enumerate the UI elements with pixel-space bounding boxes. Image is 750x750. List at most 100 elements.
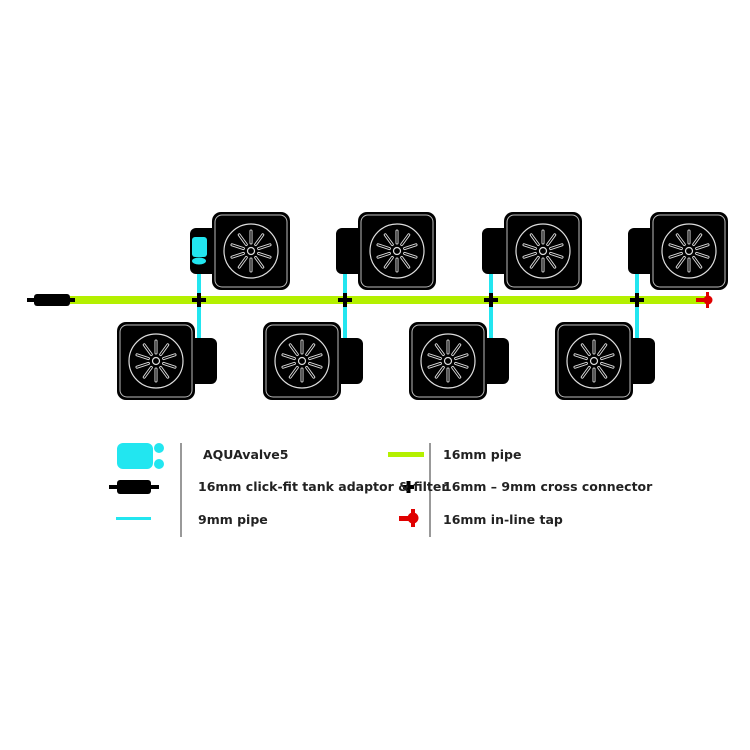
- pot-rim: [265, 324, 339, 398]
- pot-drain-slot-inner: [530, 256, 539, 268]
- pot-drain-slot-inner: [523, 244, 536, 250]
- pot-drain-center: [443, 356, 453, 366]
- pot-drain-slot-inner: [163, 362, 176, 368]
- pot: [336, 212, 436, 290]
- pot-drain-slot-inner: [306, 344, 315, 356]
- inline-tap-stem: [696, 298, 706, 302]
- pot-drain-slot-inner: [377, 244, 390, 250]
- pot-drain-slot-inner: [377, 252, 390, 258]
- pot-drain-slot-inner: [309, 354, 322, 360]
- pot-drain-slot-inner: [676, 234, 685, 246]
- pot-rim: [557, 324, 631, 398]
- pipe-9mm-icon: [116, 517, 151, 520]
- pot-drain-slot-inner: [696, 244, 709, 250]
- pot-drain-slot-inner: [693, 234, 702, 246]
- aquavalve-base: [192, 257, 206, 265]
- pot-drain-slot-inner: [289, 344, 298, 356]
- cross-connector-icon: [489, 293, 493, 307]
- pot-drain-slot-inner: [238, 234, 247, 246]
- pot-drain-slot-inner: [696, 252, 709, 258]
- pot-drain-slot-inner: [160, 344, 169, 356]
- pot-rim: [119, 324, 193, 398]
- pot-drain-center: [589, 356, 599, 366]
- pot-drain-slot-inner: [282, 354, 295, 360]
- pot-drain-slot-inner: [574, 362, 587, 368]
- inline-tap-handle: [706, 292, 709, 308]
- inline-tap-icon-stem: [399, 516, 411, 521]
- pot-drain-slot-inner: [581, 366, 590, 378]
- pot-rim: [652, 214, 726, 288]
- pot-drain-slot-inner: [231, 244, 244, 250]
- tank-adaptor-icon: [117, 480, 151, 494]
- pot-drain-slot-inner: [238, 256, 247, 268]
- pot-drain-slot-inner: [547, 234, 556, 246]
- pot-drain-slot-inner: [598, 366, 607, 378]
- aquavalve-icon-dot: [154, 459, 164, 469]
- pot-drain-ring: [420, 333, 476, 389]
- pot-drain-center: [297, 356, 307, 366]
- pot-drain-slot-inner: [282, 362, 295, 368]
- pot: [190, 212, 290, 290]
- pipe-16mm-icon: [388, 452, 424, 457]
- aquavalve-icon: [117, 443, 153, 469]
- legend-label-tank-adaptor: 16mm click-fit tank adaptor & filter: [198, 479, 448, 494]
- pot: [117, 322, 217, 400]
- pot-drain-center: [246, 246, 256, 256]
- pot-drain-slot-inner: [255, 256, 264, 268]
- pot-drain-slot-inner: [523, 252, 536, 258]
- pot-drain-slot-inner: [452, 366, 461, 378]
- pot-rim: [506, 214, 580, 288]
- pot-drain-slot-inner: [404, 244, 417, 250]
- pot-drain-slot-inner: [601, 354, 614, 360]
- pipe-16mm-main: [70, 296, 706, 304]
- pot-drain-slot-inner: [428, 362, 441, 368]
- pot-drain-slot-inner: [435, 366, 444, 378]
- pot: [263, 322, 363, 400]
- pot-drain-slot-inner: [258, 244, 271, 250]
- pot-rim: [360, 214, 434, 288]
- pot-drain-slot-inner: [143, 344, 152, 356]
- pot-drain-slot-inner: [693, 256, 702, 268]
- pot-drain-slot-inner: [255, 234, 264, 246]
- pot-drain-ring: [661, 223, 717, 279]
- pot-rim: [214, 214, 288, 288]
- pot: [628, 212, 728, 290]
- pot-drain-slot-inner: [384, 256, 393, 268]
- legend-label-cross-connector: 16mm – 9mm cross connector: [443, 479, 653, 494]
- pot-drain-slot-inner: [547, 256, 556, 268]
- tank-adaptor-icon: [34, 294, 70, 306]
- pot-drain-slot-inner: [530, 234, 539, 246]
- inline-tap-icon-handle: [411, 509, 415, 527]
- aquavalve-icon: [192, 237, 207, 257]
- pot-drain-center: [392, 246, 402, 256]
- pot-drain-ring: [369, 223, 425, 279]
- aquavalve-icon-dot: [154, 443, 164, 453]
- pot-rim: [411, 324, 485, 398]
- pot-drain-ring: [274, 333, 330, 389]
- pot-drain-slot-inner: [136, 362, 149, 368]
- pot: [555, 322, 655, 400]
- pot-drain-center: [538, 246, 548, 256]
- legend-label-aquavalve: AQUAvalve5: [203, 447, 289, 462]
- pot-drain-slot-inner: [550, 244, 563, 250]
- pot-drain-slot-inner: [384, 234, 393, 246]
- cross-connector-icon: [635, 293, 639, 307]
- cross-connector-icon: [343, 293, 347, 307]
- pot-drain-slot-inner: [160, 366, 169, 378]
- pot-drain-ring: [566, 333, 622, 389]
- pot-drain-slot-inner: [163, 354, 176, 360]
- legend-label-16mm-pipe: 16mm pipe: [443, 447, 522, 462]
- pot-drain-slot-inner: [669, 244, 682, 250]
- pot-drain-slot-inner: [306, 366, 315, 378]
- pot-drain-ring: [515, 223, 571, 279]
- pot-drain-slot-inner: [404, 252, 417, 258]
- pot: [409, 322, 509, 400]
- pot-drain-slot-inner: [435, 344, 444, 356]
- legend-label-9mm-pipe: 9mm pipe: [198, 512, 268, 527]
- cross-connector-icon-v: [406, 481, 411, 493]
- pot-drain-center: [151, 356, 161, 366]
- pot-drain-slot-inner: [601, 362, 614, 368]
- pot-drain-slot-inner: [401, 234, 410, 246]
- pot-drain-slot-inner: [452, 344, 461, 356]
